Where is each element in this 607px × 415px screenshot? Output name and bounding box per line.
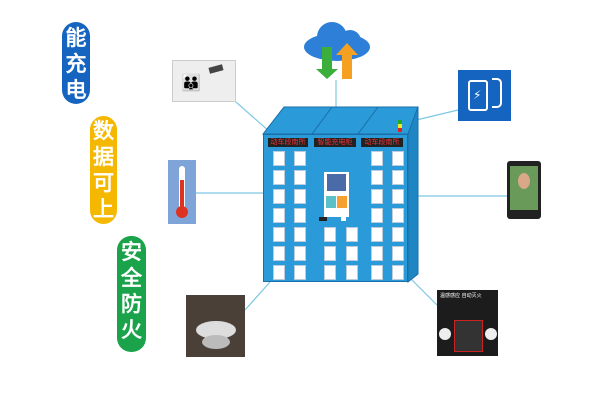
scanner	[341, 217, 346, 221]
locker-door[interactable]	[294, 227, 306, 242]
smart-charging-cabinet: 动车段南所 智能充电柜 动车段南所	[263, 134, 408, 282]
locker-door[interactable]	[324, 246, 336, 261]
locker-door[interactable]	[273, 189, 285, 204]
locker-door[interactable]	[273, 170, 285, 185]
locker-door[interactable]	[346, 265, 358, 280]
locker-door[interactable]	[294, 208, 306, 223]
locker-door[interactable]	[371, 189, 383, 204]
label-charging: 能充电	[62, 22, 90, 104]
cloud-sync-icon	[304, 22, 370, 79]
locker-door[interactable]	[392, 227, 404, 242]
thermometer-icon	[168, 160, 196, 224]
locker-door[interactable]	[273, 151, 285, 166]
locker-door[interactable]	[324, 227, 336, 242]
cabinet-sign-left: 动车段南所	[268, 138, 308, 147]
locker-door[interactable]	[371, 170, 383, 185]
locker-door[interactable]	[392, 208, 404, 223]
locker-door[interactable]	[392, 265, 404, 280]
charger-icon: ⚡	[458, 70, 511, 121]
locker-door[interactable]	[273, 246, 285, 261]
people-icon: 👪	[181, 73, 201, 92]
locker-door[interactable]	[392, 170, 404, 185]
locker-door[interactable]	[371, 246, 383, 261]
label-data-upload: 数据可上	[90, 116, 117, 224]
locker-door[interactable]	[392, 189, 404, 204]
face-icon	[518, 173, 530, 189]
locker-door[interactable]	[294, 265, 306, 280]
locker-door[interactable]	[371, 151, 383, 166]
cabinet-sign-center: 智能充电柜	[314, 138, 356, 147]
fire-panel-title: 温感感应 自动灭火	[440, 293, 482, 299]
locker-door[interactable]	[392, 151, 404, 166]
locker-door[interactable]	[371, 265, 383, 280]
card-reader	[319, 217, 327, 221]
locker-door[interactable]	[273, 208, 285, 223]
locker-door[interactable]	[294, 151, 306, 166]
face-recognition-terminal	[507, 161, 541, 219]
locker-door[interactable]	[346, 227, 358, 242]
locker-door[interactable]	[294, 246, 306, 261]
locker-door[interactable]	[392, 246, 404, 261]
label-fire-safety: 安全防火	[117, 236, 146, 352]
camera-icon	[208, 64, 224, 74]
fire-extinguisher-panel: 温感感应 自动灭火	[437, 290, 498, 356]
locker-door[interactable]	[346, 246, 358, 261]
locker-door[interactable]	[273, 227, 285, 242]
locker-door[interactable]	[371, 227, 383, 242]
surveillance-image: 👪	[172, 60, 236, 102]
smoke-detector-image	[186, 295, 245, 357]
locker-door[interactable]	[273, 265, 285, 280]
locker-door[interactable]	[294, 189, 306, 204]
locker-door[interactable]	[371, 208, 383, 223]
touch-screen[interactable]	[324, 172, 349, 217]
locker-door[interactable]	[324, 265, 336, 280]
locker-door[interactable]	[294, 170, 306, 185]
cabinet-sign-right: 动车段南所	[361, 138, 403, 147]
